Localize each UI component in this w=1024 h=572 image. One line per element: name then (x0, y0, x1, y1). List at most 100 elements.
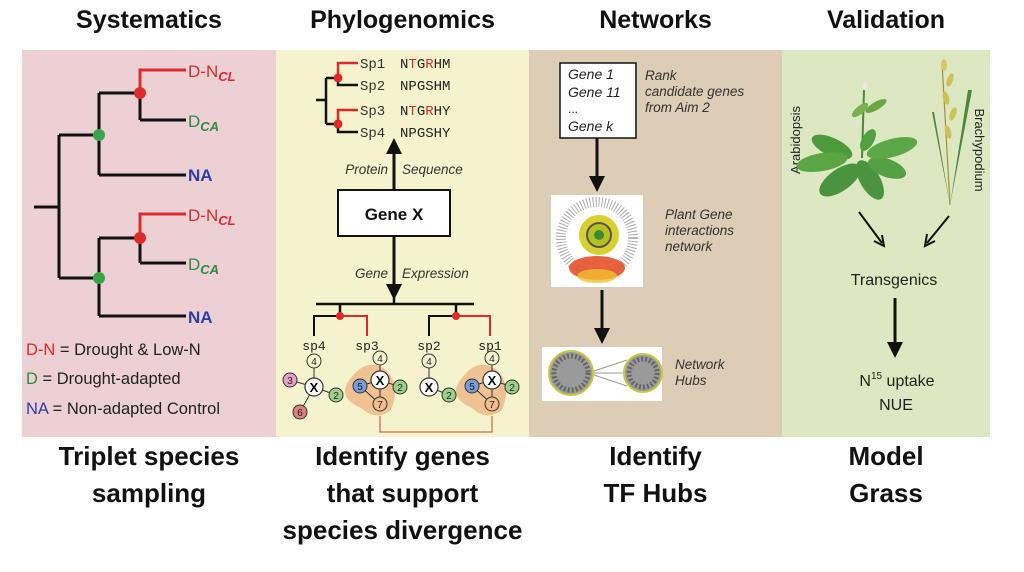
footer-line: Triplet species (58, 441, 240, 471)
arrow-down-icon (887, 342, 903, 358)
footer-line: Grass (849, 478, 923, 508)
network-node-label: 7 (377, 400, 383, 411)
legend-drought-low-n: D-N = Drought & Low-N (26, 341, 201, 359)
footer-validation: Model Grass (782, 438, 990, 512)
tree-branch (428, 315, 456, 336)
tip-sp4: sp4 (302, 339, 326, 354)
residue: G (417, 104, 425, 120)
module-highlight (455, 364, 506, 416)
network-node (504, 379, 520, 395)
arrow-shaft (858, 211, 883, 244)
interaction-caption: Plant Gene (665, 207, 733, 222)
species-sp3: Sp3 (360, 104, 385, 120)
validation-diagram: Arabidopsis Brachypodium (788, 59, 987, 414)
network-node (441, 387, 457, 403)
rank-caption: Rank (645, 68, 678, 83)
network-node (372, 396, 388, 412)
network-node-label: 2 (446, 391, 452, 402)
systematics-tree: D-NCL DCA NA D-NCL DCA NA D-N = Drought … (26, 62, 236, 418)
red-node (134, 87, 146, 99)
networks-diagram: Gene 1 Gene 11 ... Gene k Rank candidate… (542, 62, 744, 401)
residue: T (408, 104, 416, 120)
label-protein: Protein (345, 162, 388, 177)
red-node (333, 73, 343, 83)
label-arabidopsis: Arabidopsis (788, 106, 803, 174)
network-node (421, 353, 437, 369)
panel-validation: Arabidopsis Brachypodium (782, 50, 990, 437)
label-n15-uptake: N15 uptake (859, 371, 934, 390)
header-validation: Validation (826, 6, 946, 34)
residue: M (442, 79, 450, 95)
network-node (372, 350, 388, 366)
network-node-label: 2 (509, 383, 515, 394)
residue: P (408, 79, 416, 95)
arrow-down-icon (594, 328, 610, 344)
green-node (93, 129, 105, 141)
hub-node (419, 377, 439, 397)
network-node-label: 3 (287, 376, 293, 387)
hub-node-label: X (488, 373, 497, 388)
arrow-shaft (926, 215, 950, 244)
network-node (392, 379, 408, 395)
network-node (352, 378, 368, 394)
residue: S (425, 79, 433, 95)
label-sequence: Sequence (402, 162, 463, 177)
red-node (134, 232, 146, 244)
arabidopsis-plant-icon (796, 83, 918, 200)
gene-list-item: Gene 11 (568, 84, 621, 100)
legend-non-adapted: NA = Non-adapted Control (26, 400, 220, 418)
hub-node-label: X (425, 380, 434, 395)
header-systematics: Systematics (76, 6, 222, 34)
label-gene: Gene (355, 266, 388, 281)
tip-sp1: sp1 (478, 339, 502, 354)
interaction-caption: network (665, 239, 714, 254)
residue: P (408, 126, 416, 142)
residue: Y (442, 126, 451, 142)
footer-line: TF Hubs (603, 478, 708, 508)
tip-label: D-NCL (188, 206, 236, 228)
tip-label: DCA (188, 112, 219, 134)
hub-node (304, 377, 324, 397)
panel-networks: Gene 1 Gene 11 ... Gene k Rank candidate… (529, 50, 782, 437)
residue: G (417, 57, 425, 73)
tree-branch-red (340, 315, 368, 336)
network-node-label: 4 (311, 357, 317, 368)
rank-caption: from Aim 2 (645, 100, 710, 115)
hub-node (482, 370, 502, 390)
footer-phylogenomics: Identify genes that support species dive… (236, 438, 569, 549)
red-node (452, 312, 460, 320)
network-node-label: 4 (489, 354, 495, 365)
gene-list-box (559, 62, 637, 139)
residue: S (425, 126, 433, 142)
protein-sequence: NPGSHM (400, 79, 450, 95)
red-node (333, 119, 343, 129)
residue: N (400, 57, 408, 73)
hub-clusters-icon (548, 350, 663, 396)
gene-list-item: Gene k (568, 118, 614, 134)
footer-line: species divergence (282, 515, 523, 545)
tree-branch (313, 315, 340, 336)
network-node (484, 396, 500, 412)
network-node (464, 378, 480, 394)
network-node-label: 4 (426, 357, 432, 368)
residue: T (408, 57, 416, 73)
footer-networks: Identify TF Hubs (529, 438, 782, 512)
hub-node-label: X (376, 373, 385, 388)
footer-line: Identify (609, 441, 702, 471)
residue: H (434, 79, 442, 95)
network-node-label: 2 (333, 391, 339, 402)
tree-branch-red (336, 61, 358, 78)
tip-label: DCA (188, 255, 219, 277)
arrow-icon (873, 234, 886, 248)
hubs-caption: Hubs (675, 373, 707, 388)
tip-label: NA (188, 166, 213, 185)
tip-sp2: sp2 (417, 339, 440, 354)
network-node (306, 353, 322, 369)
network-node-label: 6 (297, 408, 303, 419)
residue: N (400, 104, 408, 120)
species-sp2: Sp2 (360, 79, 385, 95)
residue: R (425, 104, 434, 120)
